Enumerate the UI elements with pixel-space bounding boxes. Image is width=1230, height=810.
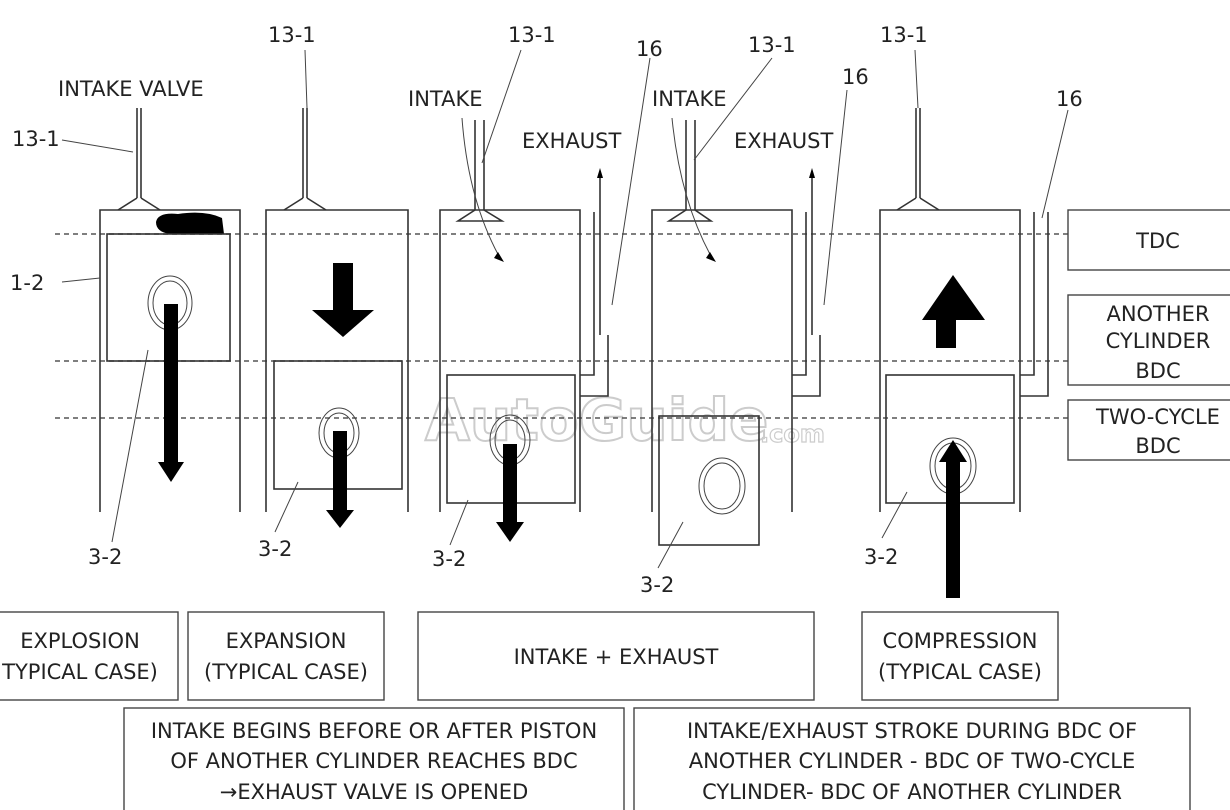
ref-3-2: 3-2 [88, 545, 122, 569]
cylinder-intake-exhaust-2 [651, 117, 821, 546]
note-line: →EXHAUST VALVE IS OPENED [220, 780, 529, 804]
label-intake: INTAKE [652, 87, 727, 111]
two-cycle-bdc-label: TWO-CYCLE [1095, 405, 1220, 429]
stroke-label: INTAKE + EXHAUST [514, 645, 719, 669]
ref-16: 16 [842, 65, 869, 89]
note-left: INTAKE BEGINS BEFORE OR AFTER PISTON OF … [123, 707, 625, 810]
ref-13-1: 13-1 [508, 23, 556, 47]
ref-13-1: 13-1 [880, 23, 928, 47]
note-line: INTAKE BEGINS BEFORE OR AFTER PISTON [151, 719, 597, 743]
stroke-label: COMPRESSION [883, 629, 1038, 653]
side-box-two-cycle-bdc: TWO-CYCLE BDC [1067, 399, 1230, 461]
note-line: INTAKE/EXHAUST STROKE DURING BDC OF [687, 719, 1137, 743]
cylinder-expansion [265, 108, 409, 528]
watermark: AutoGuide .com [424, 385, 825, 455]
another-bdc-label: CYLINDER [1106, 329, 1211, 353]
tdc-label: TDC [1135, 229, 1180, 253]
another-bdc-label: ANOTHER [1106, 302, 1209, 326]
ref-13-1: 13-1 [748, 33, 796, 57]
ref-3-2: 3-2 [864, 545, 898, 569]
note-line: OF ANOTHER CYLINDER REACHES BDC [170, 749, 577, 773]
stroke-label: TYPICAL CASE) [1, 660, 158, 684]
ref-3-2: 3-2 [258, 537, 292, 561]
piston [658, 415, 760, 546]
ref-3-2: 3-2 [640, 573, 674, 597]
down-arrow-icon [312, 263, 374, 337]
cylinder-compression [879, 108, 1049, 598]
label-exhaust: EXHAUST [522, 129, 622, 153]
cylinder-intake-exhaust-1 [439, 117, 609, 542]
stroke-box-compression: COMPRESSION (TYPICAL CASE) [861, 611, 1059, 701]
ref-3-2: 3-2 [432, 547, 466, 571]
ref-1-2: 1-2 [10, 271, 44, 295]
label-intake-valve: INTAKE VALVE [58, 77, 204, 101]
reference-labels: INTAKE VALVE 13-1 13-1 13-1 13-1 13-1 16… [10, 23, 1083, 597]
side-box-tdc: TDC [1067, 209, 1230, 271]
label-intake: INTAKE [408, 87, 483, 111]
ref-16: 16 [636, 37, 663, 61]
stroke-label: EXPANSION [226, 629, 347, 653]
ref-16: 16 [1056, 87, 1083, 111]
stroke-label: (TYPICAL CASE) [878, 660, 1042, 684]
note-line: ANOTHER CYLINDER - BDC OF TWO-CYCLE [689, 749, 1136, 773]
stroke-box-explosion: EXPLOSION TYPICAL CASE) [0, 611, 179, 701]
another-bdc-label: BDC [1135, 359, 1180, 383]
ref-13-1: 13-1 [12, 127, 60, 151]
side-box-another-bdc: ANOTHER CYLINDER BDC [1067, 294, 1230, 386]
note-right: INTAKE/EXHAUST STROKE DURING BDC OF ANOT… [633, 707, 1191, 810]
combustion-blob [156, 212, 224, 234]
stroke-label: EXPLOSION [20, 629, 140, 653]
two-cycle-bdc-label: BDC [1135, 434, 1180, 458]
label-exhaust: EXHAUST [734, 129, 834, 153]
up-arrow-icon [922, 275, 985, 348]
leader-lines [61, 49, 1069, 569]
stroke-box-expansion: EXPANSION (TYPICAL CASE) [187, 611, 385, 701]
stroke-box-intake-exhaust: INTAKE + EXHAUST [417, 611, 815, 701]
stroke-label: (TYPICAL CASE) [204, 660, 368, 684]
note-line: CYLINDER- BDC OF ANOTHER CYLINDER [702, 780, 1122, 804]
cylinder-explosion [99, 108, 241, 512]
ref-13-1: 13-1 [268, 23, 316, 47]
